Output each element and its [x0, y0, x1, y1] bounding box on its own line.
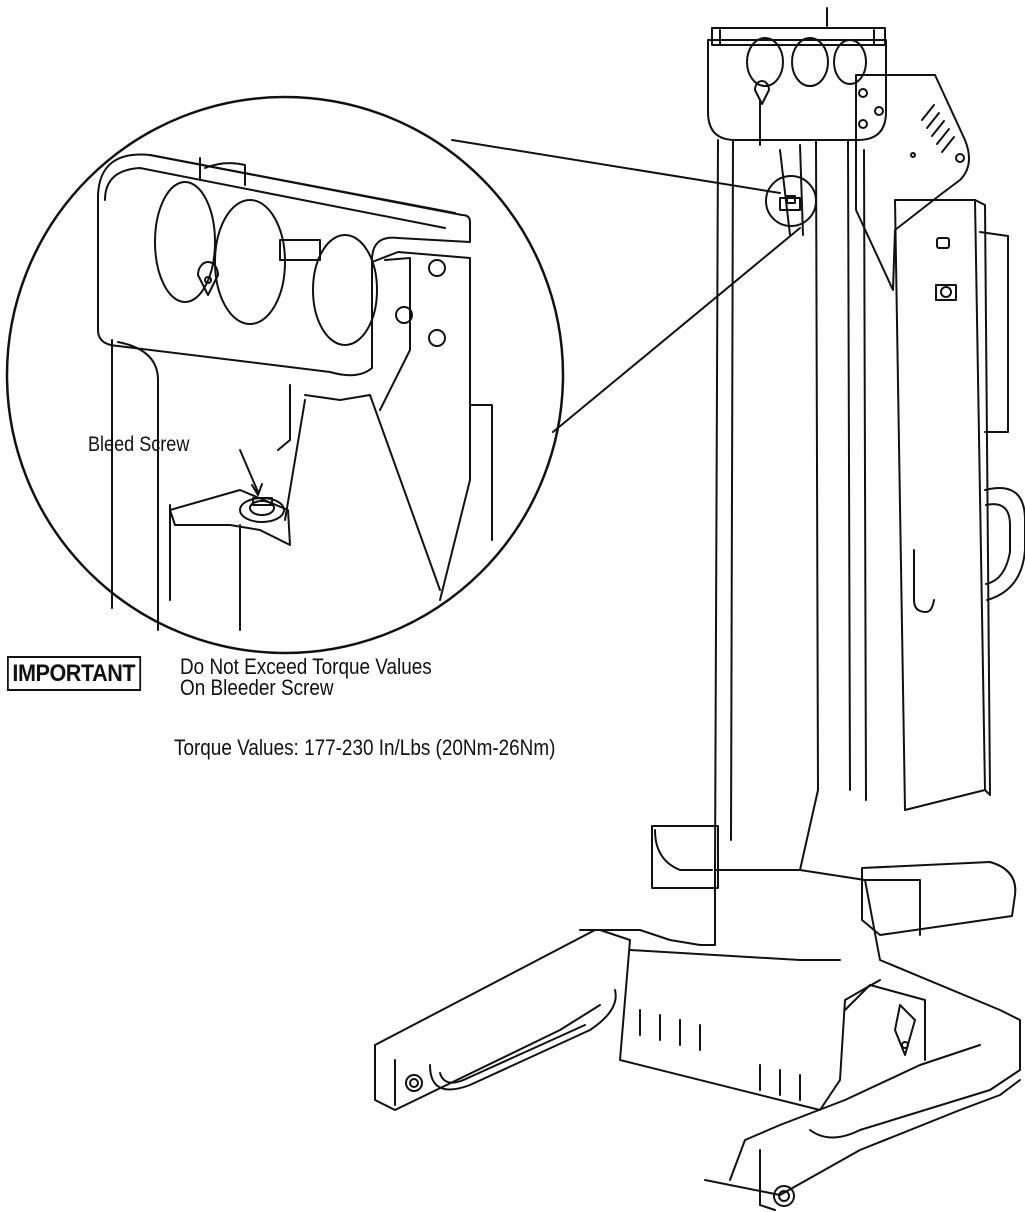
torque-values-text: Torque Values: 177-230 In/Lbs (20Nm-26Nm… — [174, 735, 556, 760]
warning-text-line-1: Do Not Exceed Torque Values — [180, 654, 432, 679]
bleed-screw-small — [779, 195, 801, 211]
warning-text-line-2: On Bleeder Screw — [180, 675, 334, 700]
bleed-screw-icon — [252, 497, 273, 506]
bleed-screw-locator-circle — [765, 175, 817, 227]
important-badge: IMPORTANT — [7, 656, 142, 691]
magnified-detail — [5, 95, 565, 655]
lift-column — [374, 7, 1025, 1211]
magnifier-leader-lines — [451, 139, 801, 433]
bleed-screw-label: Bleed Screw — [88, 433, 190, 456]
